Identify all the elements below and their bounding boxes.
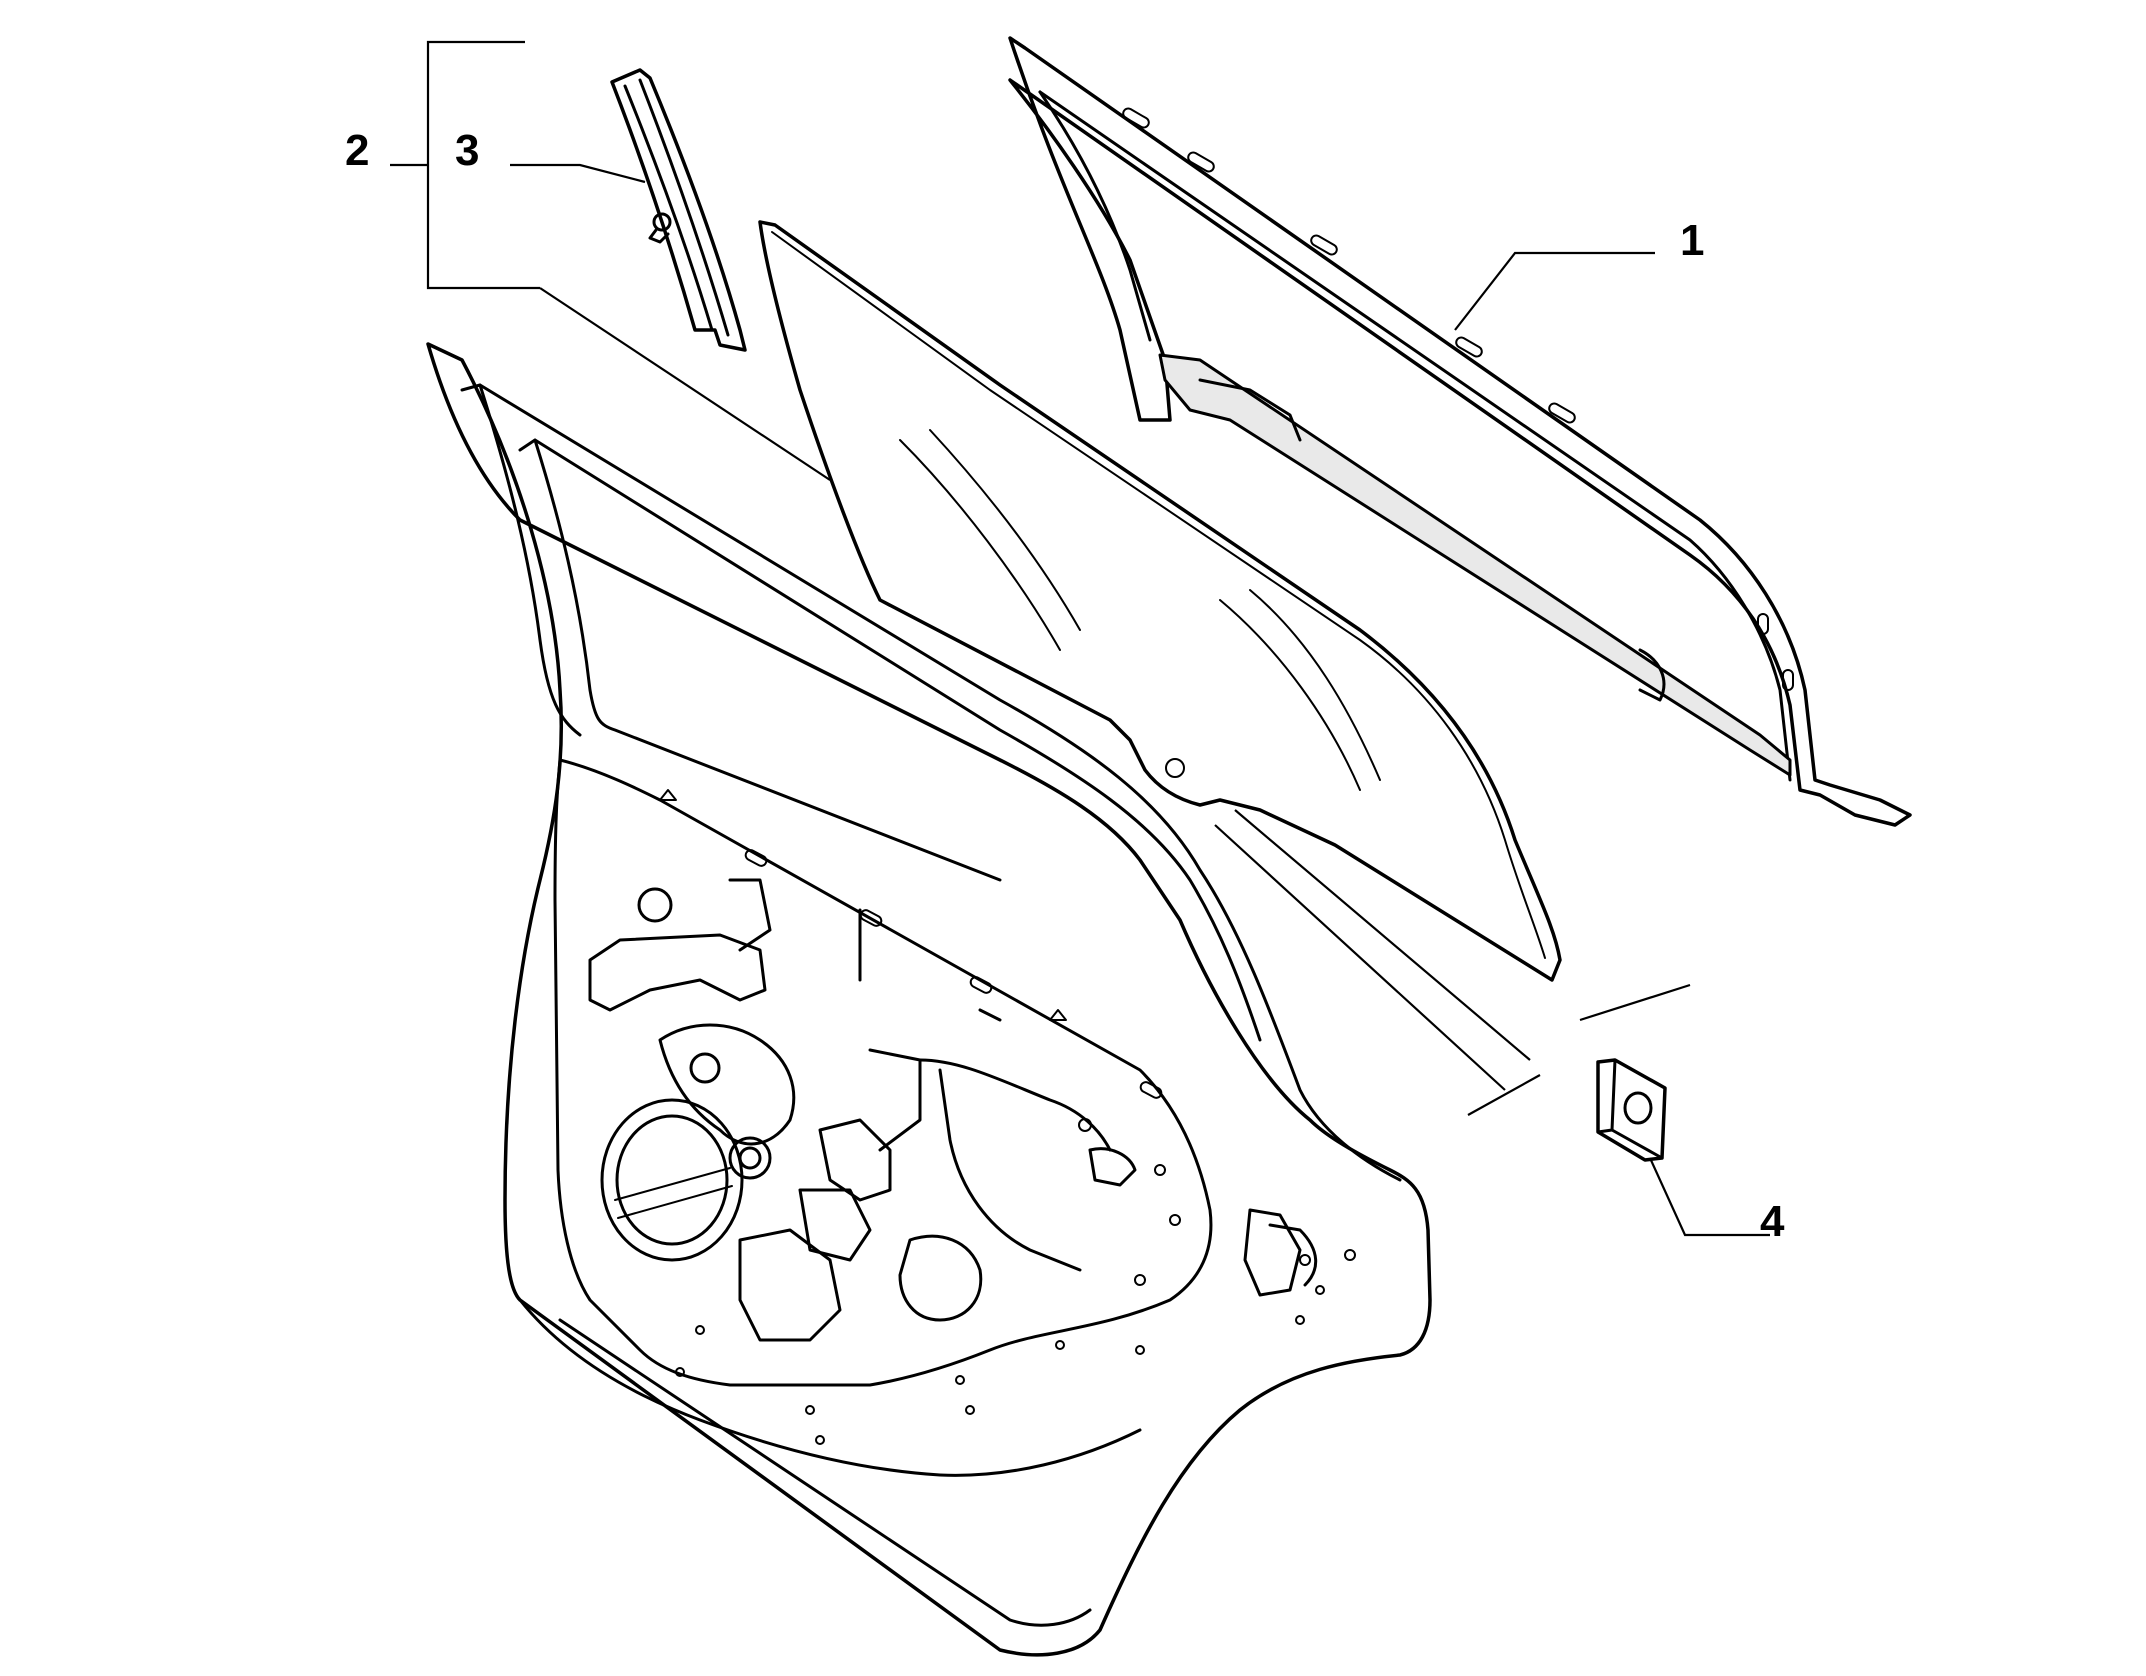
door-panel — [426, 342, 1432, 1657]
callout-3: 3 — [455, 126, 479, 175]
seal-pad — [1596, 1058, 1667, 1162]
callout-2: 2 — [345, 126, 369, 175]
leader-lines — [390, 40, 1770, 1237]
callout-1: 1 — [1680, 216, 1704, 265]
callout-4: 4 — [1760, 1197, 1785, 1246]
window-glass — [758, 220, 1562, 982]
rear-guide-strip — [610, 68, 747, 352]
window-run-channel — [1008, 36, 1912, 827]
